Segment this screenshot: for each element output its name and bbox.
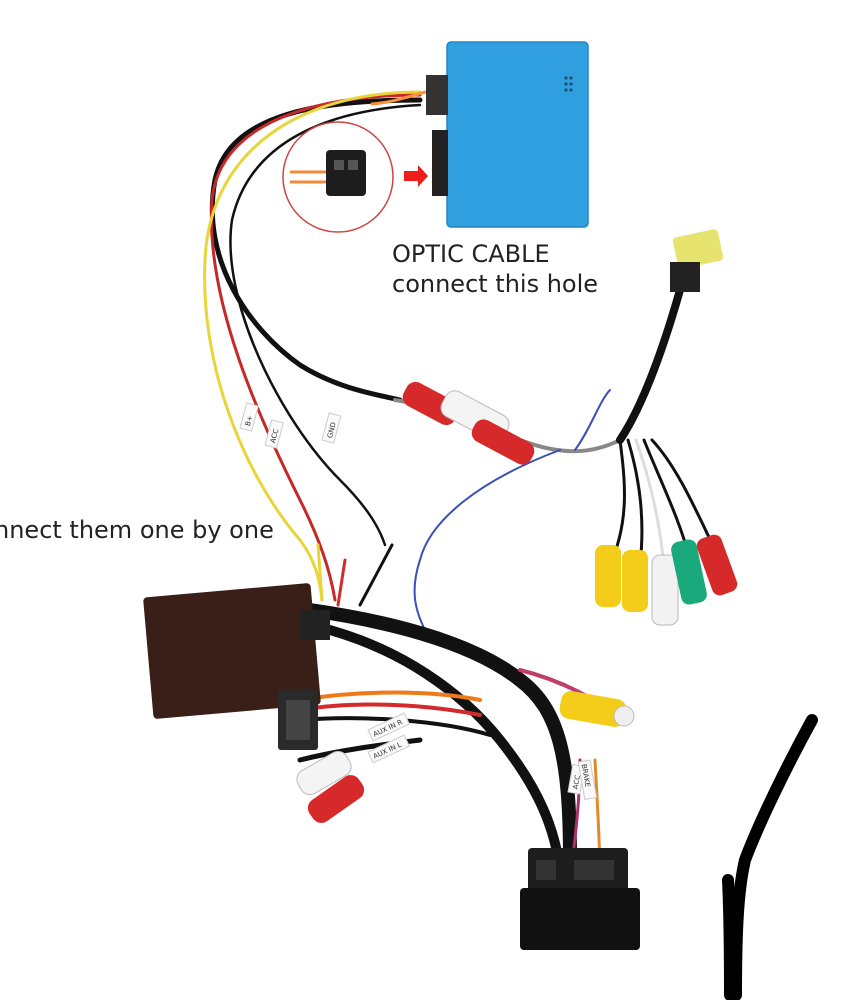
optic-hole-caption: connect this hole bbox=[392, 270, 599, 298]
video-rca-plug bbox=[559, 691, 635, 727]
wire-tag-label: ACC bbox=[572, 774, 582, 790]
optic-connector-inset bbox=[282, 121, 394, 233]
connect-instructions-caption: nnect them one by one bbox=[0, 516, 274, 544]
rca-plugs-center bbox=[402, 381, 535, 465]
tag-plus: B+ bbox=[239, 402, 259, 432]
marker-scribble bbox=[722, 714, 818, 1000]
blue-optical-module bbox=[426, 41, 589, 228]
aux-rca-plugs bbox=[296, 750, 365, 823]
decoder-box bbox=[143, 583, 330, 719]
tag-acc: ACC bbox=[264, 419, 284, 449]
power-leads bbox=[316, 543, 394, 607]
tag-brake: BRAKE bbox=[577, 759, 598, 801]
led-dots bbox=[564, 76, 573, 92]
car-connector bbox=[520, 848, 640, 950]
wire-tag-label: ACC bbox=[269, 428, 280, 444]
wire-tags: B+ ACC GND ACC BRAKE AUX IN R AUX IN L bbox=[239, 402, 598, 801]
red-arrow-icon bbox=[404, 165, 428, 187]
iso-connector-small bbox=[278, 690, 318, 750]
wire-tag-label: GND bbox=[326, 421, 338, 439]
wire-tag-label: BRAKE bbox=[580, 763, 592, 787]
bottom-harness bbox=[297, 603, 622, 882]
tag-gnd: GND bbox=[321, 412, 342, 444]
wire-tag-label: B+ bbox=[244, 414, 255, 427]
rca-plugs-right bbox=[595, 534, 738, 626]
optic-cable-caption: OPTIC CABLE bbox=[392, 240, 550, 268]
yellow-mini-connector bbox=[670, 229, 724, 292]
